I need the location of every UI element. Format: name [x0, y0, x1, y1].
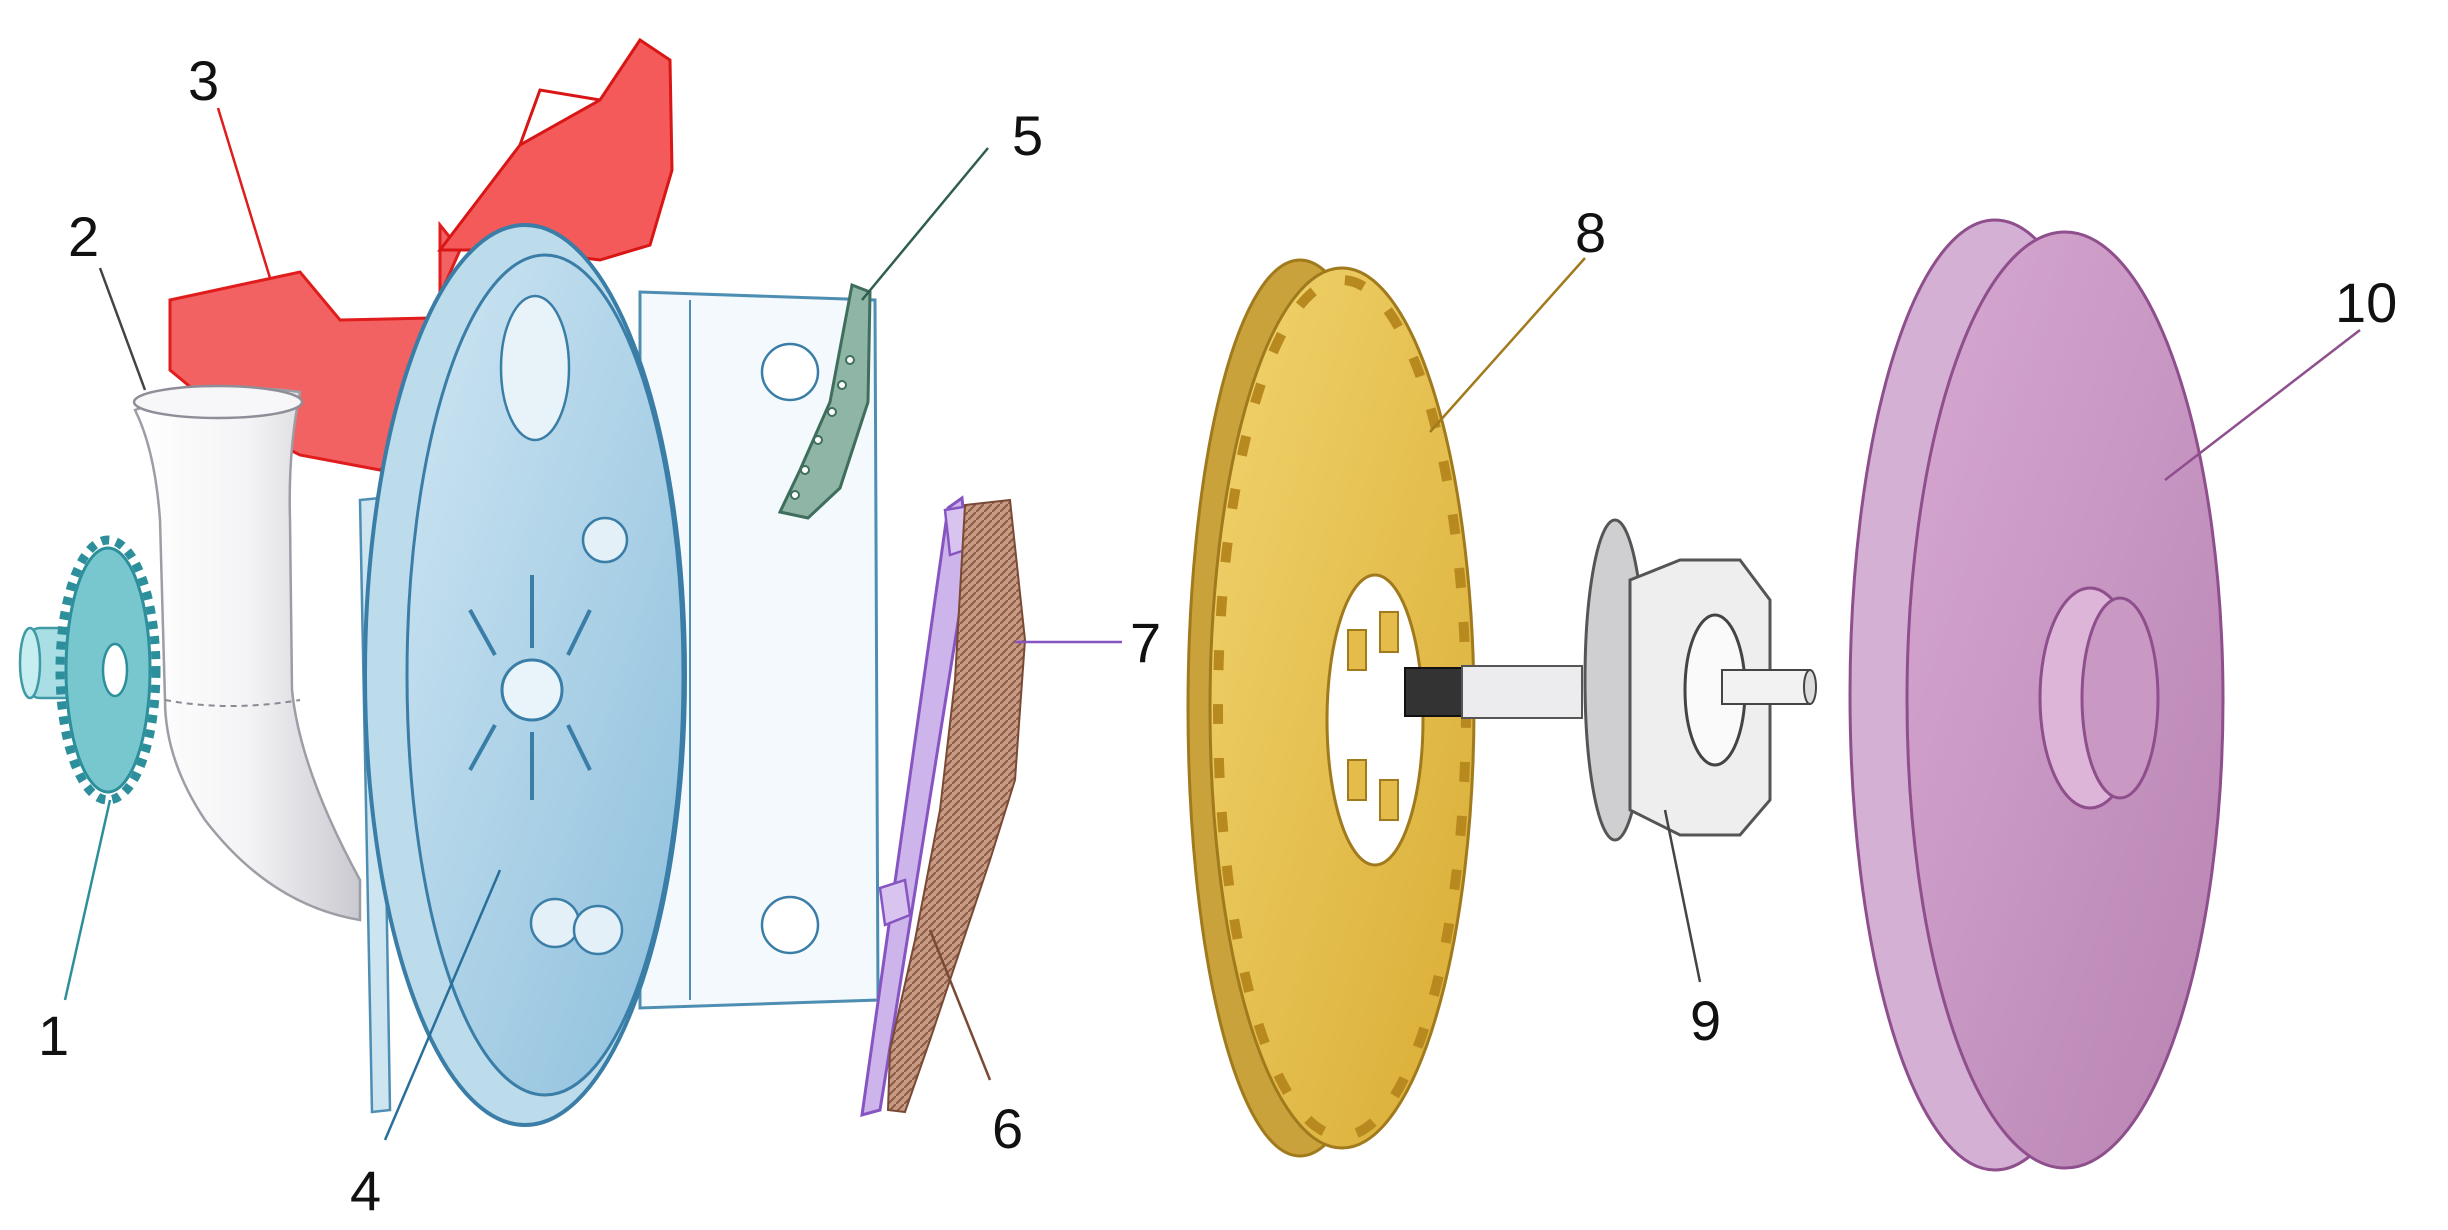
- housing-box-bolt-bottom: [760, 895, 820, 955]
- housing-window: [499, 294, 571, 442]
- sprocket-gear-part: [18, 535, 161, 805]
- hub-shaft-part: [1404, 518, 1817, 842]
- shaft-knurled: [1404, 667, 1466, 717]
- inlet-pipe-mouth: [132, 384, 304, 420]
- gear-teeth: [55, 535, 161, 805]
- leader-line-10: [2164, 329, 2361, 481]
- hub-output-shaft-end: [1803, 669, 1817, 705]
- inlet-pipe-seam: [164, 699, 301, 707]
- shaft-main: [1461, 665, 1583, 719]
- leader-lines: [63, 107, 2361, 1141]
- callout-10: 10: [2335, 271, 2397, 334]
- inlet-pipe-part: [132, 384, 362, 922]
- callout-labels: 1 2 3 4 5 6 7 8 9 10: [38, 49, 2397, 1222]
- housing-hub-spokes: [468, 575, 592, 800]
- leader-line-4: [383, 869, 502, 1141]
- yellow-disc-center-hole: [1325, 573, 1425, 867]
- pink-disc-boss-face: [2080, 596, 2160, 800]
- scraper-plate-body: [777, 282, 872, 520]
- hub-output-shaft: [1721, 669, 1811, 705]
- gear-bore: [101, 642, 129, 698]
- callout-5: 5: [1012, 104, 1043, 167]
- housing-hub: [500, 658, 564, 722]
- red-deflector-top-ridge: [518, 88, 601, 146]
- leader-line-5: [861, 147, 989, 301]
- gear-shaft-end: [18, 626, 42, 700]
- yellow-disc-inner-slots: [1347, 611, 1399, 821]
- housing-part: [358, 223, 880, 1127]
- red-deflector-fin: [436, 37, 674, 262]
- leader-line-1: [63, 799, 112, 1001]
- housing-bolt-lower-left: [529, 897, 581, 949]
- housing-bolt-lower-right: [572, 904, 624, 956]
- scraper-plate-part: [777, 282, 872, 520]
- purple-strip-tab-bottom: [878, 878, 912, 927]
- callout-3: 3: [188, 49, 219, 112]
- brush-part: [886, 498, 1027, 1114]
- yellow-disc-part: [1186, 258, 1476, 1158]
- scraper-plate-holes: [790, 355, 855, 500]
- leader-line-6: [928, 929, 992, 1081]
- housing-box-bolt-top: [760, 342, 820, 402]
- callout-9: 9: [1690, 989, 1721, 1052]
- brush-bristles: [886, 498, 1027, 1114]
- inlet-pipe-body: [133, 387, 362, 922]
- leader-line-3: [216, 107, 272, 279]
- callout-2: 2: [68, 205, 99, 268]
- leader-line-2: [98, 267, 147, 391]
- callout-4: 4: [350, 1159, 381, 1222]
- callout-7: 7: [1130, 611, 1161, 674]
- housing-bolt-upper: [581, 516, 629, 564]
- pink-disc-part: [1848, 218, 2225, 1172]
- purple-strip-body: [860, 495, 970, 1118]
- leader-line-9: [1663, 809, 1702, 983]
- leader-line-8: [1429, 257, 1586, 433]
- callout-8: 8: [1575, 201, 1606, 264]
- callout-1: 1: [38, 1004, 69, 1067]
- callout-6: 6: [992, 1097, 1023, 1160]
